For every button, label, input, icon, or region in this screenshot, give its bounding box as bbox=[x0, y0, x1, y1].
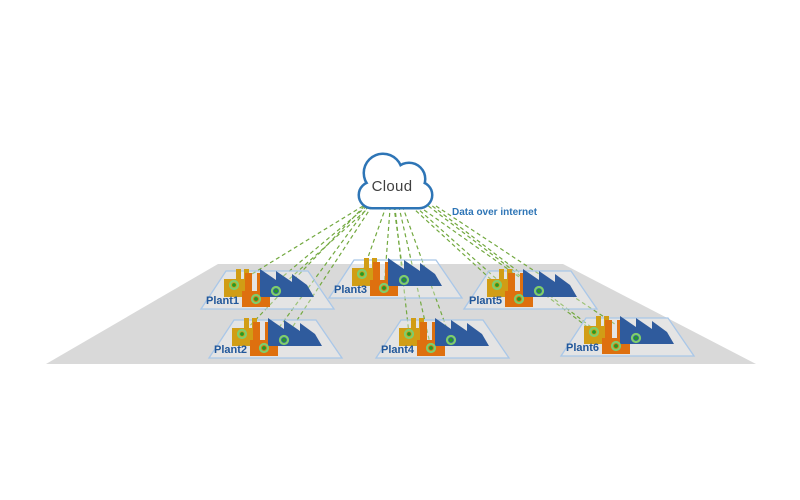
connection-line bbox=[263, 205, 369, 349]
factory-site-icon bbox=[206, 308, 346, 368]
connection-line bbox=[361, 205, 387, 275]
connection-line bbox=[410, 205, 498, 286]
plant-label: Plant5 bbox=[469, 295, 503, 307]
cloud-icon bbox=[357, 152, 434, 210]
cloud-node: Cloud bbox=[346, 146, 444, 212]
factory-site-icon bbox=[326, 248, 466, 308]
plant-label: Plant3 bbox=[334, 284, 368, 296]
plant-label: Plant6 bbox=[566, 342, 600, 354]
connection-line bbox=[241, 205, 365, 335]
plant-site-5: Plant5 bbox=[461, 259, 601, 319]
plant-label: Plant4 bbox=[381, 344, 415, 356]
cloud-label: Cloud bbox=[371, 178, 413, 195]
plant-label: Plant2 bbox=[214, 344, 248, 356]
plant-site-2: Plant2 bbox=[206, 308, 346, 368]
plant-site-4: Plant4 bbox=[373, 308, 513, 368]
plant-site-1: Plant1 bbox=[198, 259, 338, 319]
connection-label: Data over internet bbox=[452, 207, 538, 218]
plant-label: Plant1 bbox=[206, 295, 240, 307]
connection-line bbox=[414, 205, 520, 300]
plant-site-3: Plant3 bbox=[326, 248, 466, 308]
plant-site-6: Plant6 bbox=[558, 306, 698, 366]
connection-line bbox=[283, 205, 373, 341]
factory-site-icon bbox=[558, 306, 698, 366]
